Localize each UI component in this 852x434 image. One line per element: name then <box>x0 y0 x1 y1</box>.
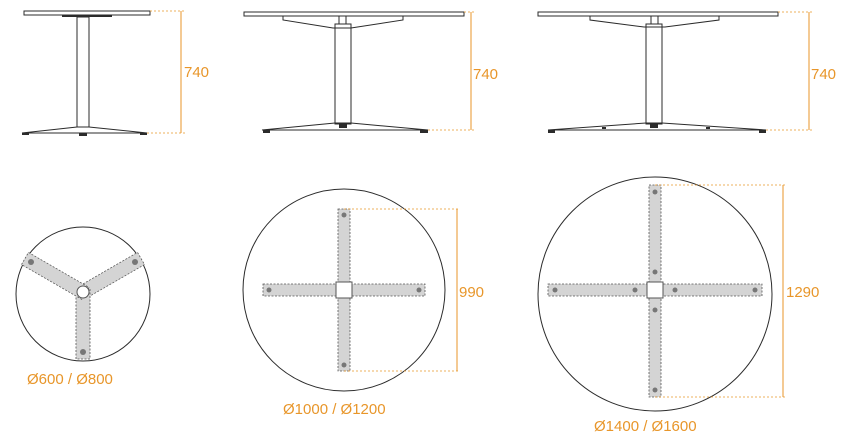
table-base <box>21 126 148 134</box>
plan-small: Ø600 / Ø800 <box>15 226 151 388</box>
top-bracket <box>338 15 347 25</box>
foot <box>759 130 766 133</box>
foot <box>263 130 270 133</box>
foot-bolt <box>652 307 658 313</box>
foot-bolt <box>652 387 658 393</box>
foot-bolt <box>341 212 347 218</box>
foot-bolt <box>341 362 347 368</box>
top-bracket <box>650 15 659 25</box>
foot-bolt <box>672 287 678 293</box>
span-label: 990 <box>459 284 484 301</box>
foot <box>79 133 87 136</box>
column-hub <box>335 281 353 299</box>
base-leg <box>75 288 91 360</box>
foot <box>22 133 29 135</box>
foot-bolt <box>652 189 658 195</box>
foot-bolt <box>266 287 272 293</box>
table-top-outline <box>15 226 151 362</box>
elevation-large: 740 <box>537 11 836 133</box>
column-hub <box>646 281 664 299</box>
table-base <box>261 122 429 131</box>
foot-bolt <box>80 349 86 355</box>
table-column <box>645 23 663 125</box>
elevation-small: 740 <box>21 10 209 136</box>
foot-bolt <box>652 269 658 275</box>
foot-bolt <box>132 259 138 265</box>
table-column <box>334 23 352 125</box>
diameter-label: Ø600 / Ø800 <box>27 371 113 388</box>
top-bracket <box>282 16 404 29</box>
table-base <box>547 122 767 131</box>
foot <box>650 123 658 128</box>
foot <box>548 130 555 133</box>
foot <box>140 133 147 135</box>
foot-bolt <box>28 259 34 265</box>
table-top <box>23 10 151 16</box>
table-top-outline <box>537 176 773 412</box>
plan-medium: 990 Ø1000 / Ø1200 <box>242 188 484 418</box>
column-hub <box>76 285 90 299</box>
height-label: 740 <box>811 66 836 83</box>
top-bracket <box>62 15 112 17</box>
elevation-medium: 740 <box>243 11 498 133</box>
table-column <box>76 16 90 128</box>
foot-bolt <box>632 287 638 293</box>
foot-bolt <box>552 287 558 293</box>
diameter-label: Ø1400 / Ø1600 <box>594 418 697 434</box>
height-label: 740 <box>473 66 498 83</box>
diameter-label: Ø1000 / Ø1200 <box>283 401 386 418</box>
foot-bolt <box>416 287 422 293</box>
table-top <box>243 11 465 17</box>
foot-bolt <box>752 287 758 293</box>
foot <box>420 130 428 133</box>
foot <box>602 127 606 129</box>
top-bracket <box>589 16 720 28</box>
height-label: 740 <box>184 64 209 81</box>
foot <box>706 127 710 129</box>
span-label: 1290 <box>786 284 819 301</box>
plan-large: 1290 Ø1400 / Ø1600 <box>537 176 819 434</box>
table-top-outline <box>242 188 446 392</box>
foot <box>339 123 347 128</box>
table-top <box>537 11 779 17</box>
